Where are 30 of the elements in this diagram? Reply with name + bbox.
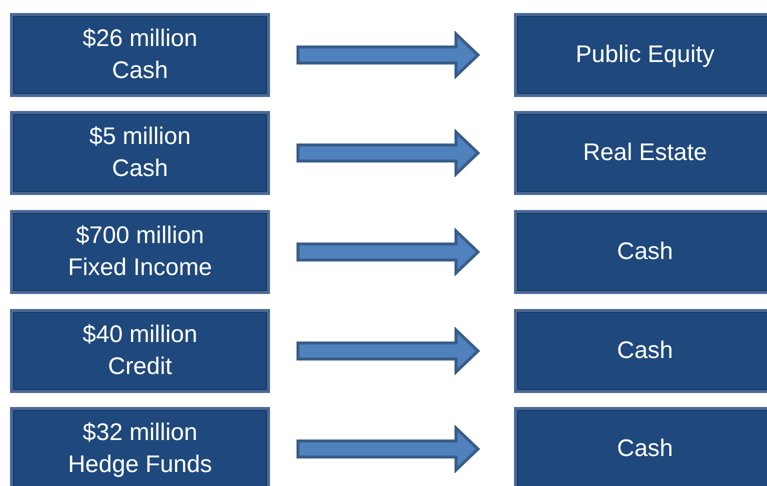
block-arrow bbox=[296, 30, 480, 80]
block-arrow bbox=[296, 326, 480, 376]
text-box bbox=[10, 210, 270, 294]
text-box bbox=[514, 111, 767, 195]
box-label: Cash bbox=[616, 434, 674, 464]
box-label: $26 million bbox=[82, 24, 198, 54]
text-box bbox=[10, 111, 270, 195]
text-box bbox=[514, 309, 767, 393]
block-arrow bbox=[296, 128, 480, 178]
block-arrow bbox=[296, 228, 480, 276]
box-label: Cash bbox=[616, 237, 674, 267]
box-label: Real Estate bbox=[582, 138, 708, 168]
box-label: Public Equity bbox=[576, 40, 714, 70]
box-label: $5 million bbox=[89, 122, 191, 152]
box-label: $32 million bbox=[82, 418, 198, 448]
box-label: Credit bbox=[108, 352, 172, 382]
text-box bbox=[10, 13, 270, 97]
box-label: Fixed Income bbox=[68, 253, 212, 283]
text-box bbox=[514, 210, 767, 294]
text-box bbox=[514, 407, 767, 486]
text-box bbox=[10, 407, 270, 486]
box-label: $700 million bbox=[76, 221, 204, 251]
box-label: Cash bbox=[616, 336, 674, 366]
text-box bbox=[10, 309, 270, 393]
box-label: Hedge Funds bbox=[68, 450, 212, 480]
box-label: $40 million bbox=[82, 320, 198, 350]
text-box bbox=[514, 13, 767, 97]
block-arrow bbox=[296, 424, 480, 474]
box-label: Cash bbox=[112, 56, 168, 86]
box-label: Cash bbox=[112, 154, 168, 184]
